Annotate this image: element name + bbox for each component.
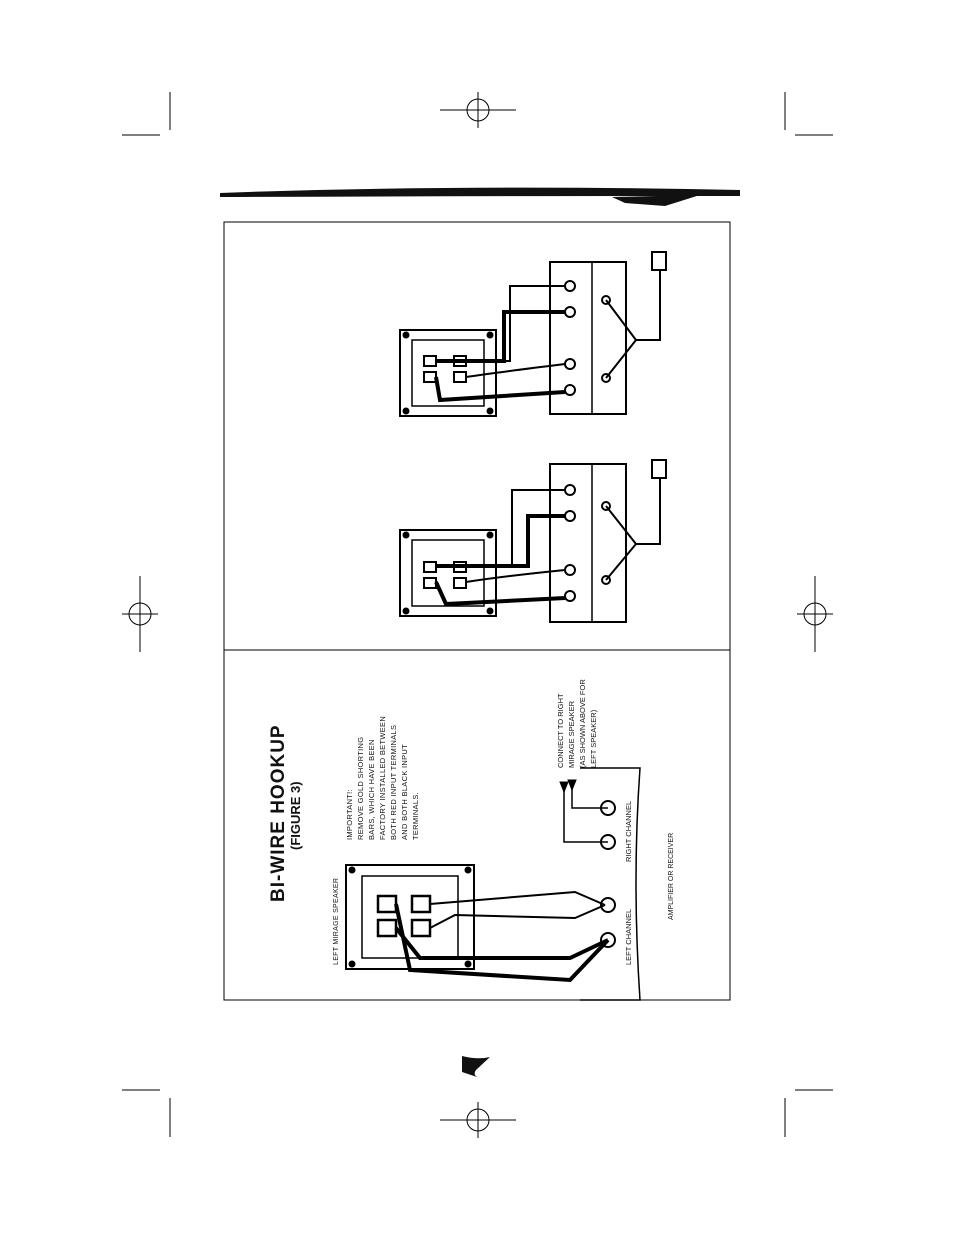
note-line: AND BOTH BLACK INPUT	[400, 744, 409, 840]
note-line: BARS, WHICH HAVE BEEN	[367, 739, 376, 840]
diagram-title: BI-WIRE HOOKUP	[268, 724, 290, 902]
header-swoosh	[220, 188, 740, 206]
note-line: FACTORY INSTALLED BETWEEN	[378, 716, 387, 840]
connect-note-line: CONNECT TO RIGHT	[556, 693, 565, 768]
note-line: IMPORTANT!:	[345, 789, 354, 840]
note-line: TERMINALS.	[411, 792, 420, 840]
note-line: REMOVE GOLD SHORTING	[356, 737, 365, 840]
note-line: BOTH RED INPUT TERMINALS	[389, 725, 398, 840]
connect-note-line: LEFT SPEAKER)	[589, 710, 598, 768]
left-channel-label: LEFT CHANNEL	[624, 909, 633, 965]
connect-note-line: (AS SHOWN ABOVE FOR	[578, 679, 587, 768]
speaker-label: LEFT MIRAGE SPEAKER	[333, 878, 340, 965]
right-channel-label: RIGHT CHANNEL	[624, 801, 633, 862]
left-speaker-plate	[346, 865, 474, 969]
page-number-glyph	[462, 1056, 490, 1078]
speaker-terminal-plate-1	[400, 330, 496, 416]
amplifier-label: AMPLIFIER OR RECEIVER	[668, 833, 675, 920]
connect-note-line: MIRAGE SPEAKER	[567, 701, 576, 768]
figure-label: (FIGURE 3)	[288, 781, 303, 850]
